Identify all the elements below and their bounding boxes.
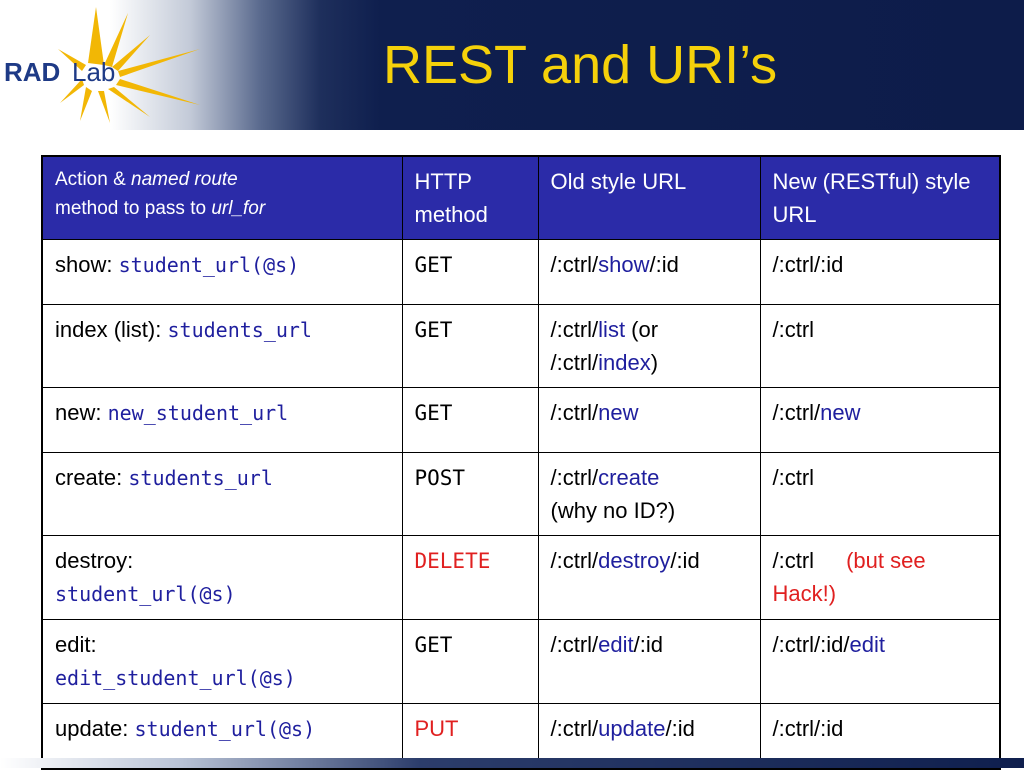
new-url-cell: /:ctrl/:id (759, 239, 1001, 305)
logo-text-lab: Lab (72, 57, 115, 87)
logo-text: RAD (4, 57, 60, 87)
route-helper: edit_student_url(@s) (55, 666, 296, 690)
old-url-cell: /:ctrl/new (537, 387, 761, 453)
header-old-style-url: Old style URL (537, 155, 761, 240)
old-url-cell: /:ctrl/list (or/:ctrl/index) (537, 304, 761, 388)
action-cell: new: new_student_url (41, 387, 403, 453)
header-http-method: HTTP method (401, 155, 539, 240)
action-cell: edit:edit_student_url(@s) (41, 619, 403, 704)
table-row: create: students_url POST /:ctrl/create(… (41, 452, 1001, 536)
slide-header: RAD Lab REST and URI’s (0, 0, 1024, 130)
old-url-cell: /:ctrl/create(why no ID?) (537, 452, 761, 536)
action-cell: destroy:student_url(@s) (41, 535, 403, 620)
rad-lab-logo: RAD Lab (4, 7, 200, 123)
old-url-cell: /:ctrl/show/:id (537, 239, 761, 305)
new-url-cell: /:ctrl/:id/edit (759, 619, 1001, 704)
new-url-cell: /:ctrl/new (759, 387, 1001, 453)
table-row: index (list): students_url GET /:ctrl/li… (41, 304, 1001, 388)
route-helper: student_url(@s) (134, 717, 316, 741)
route-helper: students_url (167, 318, 312, 342)
table-row: show: student_url(@s) GET /:ctrl/show/:i… (41, 239, 1001, 305)
table-row: destroy:student_url(@s) DELETE /:ctrl/de… (41, 535, 1001, 620)
method-cell: POST (401, 452, 539, 536)
old-url-cell: /:ctrl/edit/:id (537, 619, 761, 704)
route-helper: new_student_url (107, 401, 289, 425)
new-url-cell: /:ctrl (759, 452, 1001, 536)
new-url-cell: /:ctrl (759, 304, 1001, 388)
table-row: new: new_student_url GET /:ctrl/new /:ct… (41, 387, 1001, 453)
action-cell: create: students_url (41, 452, 403, 536)
action-cell: index (list): students_url (41, 304, 403, 388)
method-cell: GET (401, 619, 539, 704)
route-helper: student_url(@s) (118, 253, 300, 277)
slide-footer-bar (0, 758, 1024, 768)
method-cell: GET (401, 387, 539, 453)
old-url-cell: /:ctrl/destroy/:id (537, 535, 761, 620)
route-helper: student_url(@s) (55, 582, 236, 606)
method-cell: DELETE (401, 535, 539, 620)
header-new-style-url: New (RESTful) style URL (759, 155, 1001, 240)
method-cell: GET (401, 239, 539, 305)
sunburst-icon (58, 7, 200, 123)
route-helper: students_url (128, 466, 273, 490)
table-row: edit:edit_student_url(@s) GET /:ctrl/edi… (41, 619, 1001, 704)
method-cell: GET (401, 304, 539, 388)
slide-title: REST and URI’s (383, 35, 778, 95)
action-cell: show: student_url(@s) (41, 239, 403, 305)
